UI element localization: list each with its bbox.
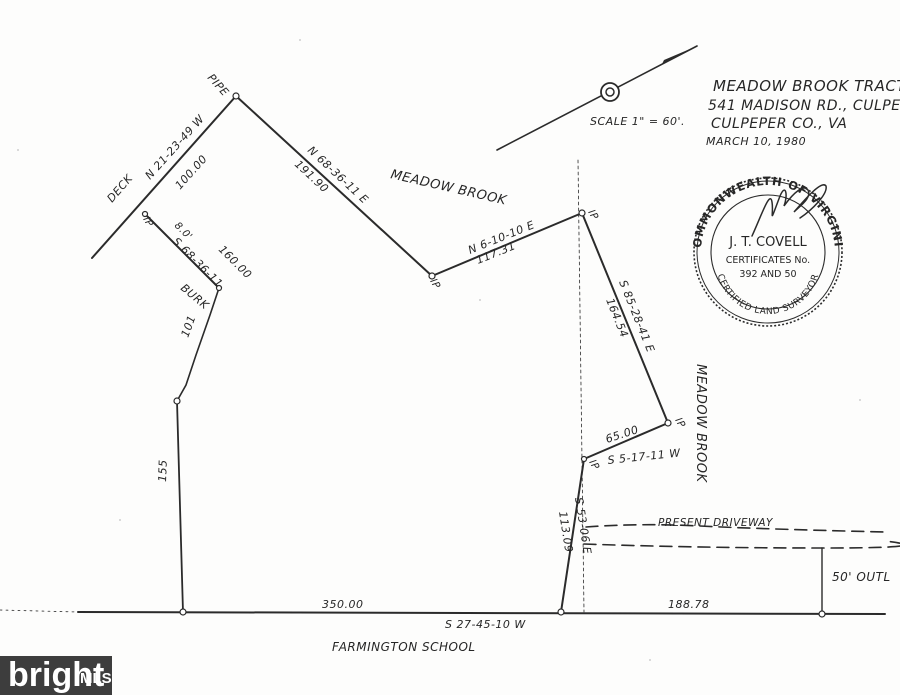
west-mid-boundary-line	[176, 287, 220, 402]
north-boundary-line	[235, 95, 433, 277]
west-mid-distance-label: 101	[179, 313, 199, 339]
ip-label: IP	[672, 416, 687, 431]
south-extension-line	[0, 609, 79, 613]
compass-rose-icon	[600, 82, 620, 102]
seal-ring-icon	[696, 180, 840, 324]
driveway	[583, 523, 900, 549]
ip-label: IP	[427, 277, 442, 292]
corner-marker	[215, 284, 223, 292]
west-upper-bearing-label: S 68-36-11	[170, 235, 225, 290]
corner-marker	[578, 209, 586, 217]
corner-marker	[580, 455, 588, 463]
title-date: MARCH 10, 1980	[706, 135, 806, 148]
compass-center-icon	[605, 87, 615, 97]
west-upper-boundary-line	[144, 213, 220, 289]
north-arrow-head-icon	[662, 46, 697, 64]
adjoiner-meadow-brook-north: MEADOW BROOK	[389, 167, 509, 208]
corner-marker	[141, 210, 149, 218]
ip-label: IP	[585, 208, 600, 223]
adjoiner-meadow-brook-east: MEADOW BROOK	[693, 364, 708, 483]
corner-marker	[179, 608, 187, 616]
seal-cert-label: CERTIFICATES No.	[726, 255, 810, 266]
northeast-boundary-line	[431, 212, 583, 277]
surveyor-signature-icon	[751, 184, 827, 237]
north-arrow-shaft	[496, 45, 698, 151]
deck-label: DECK	[104, 172, 135, 205]
seal-outer-ring-icon	[693, 177, 843, 327]
corner-marker	[173, 397, 181, 405]
title-block: MEADOW BROOK TRACT 541 MADISON RD., CULP…	[706, 77, 900, 148]
watermark-background	[0, 656, 112, 695]
boundary-markers	[141, 92, 826, 618]
corner-marker	[664, 419, 672, 427]
northwest-boundary-line	[91, 95, 237, 259]
southeast-boundary-line	[560, 458, 585, 613]
south-west-distance-label: 350.00	[322, 598, 364, 611]
south-east-distance-label: 188.78	[668, 598, 710, 611]
west-low-boundary-line	[176, 400, 184, 613]
corner-marker	[232, 92, 240, 100]
scan-noise	[17, 39, 861, 661]
boundary-lines	[0, 95, 886, 615]
title-line-1: MEADOW BROOK TRACT	[713, 77, 900, 95]
burk-label: BURK	[178, 281, 211, 312]
north-arrow	[496, 45, 698, 151]
title-line-3: CULPEPER CO., VA	[711, 116, 847, 132]
outlet-label: 50' OUTL	[832, 570, 891, 584]
watermark-logo: bright	[8, 656, 104, 694]
south-bearing-label: S 27-45-10 W	[445, 618, 526, 631]
surveyor-seal: COMMONWEALTH OF VIRGINIA CERTIFIED LAND …	[0, 0, 845, 327]
corner-marker	[818, 610, 826, 618]
pipe-label: PIPE	[205, 71, 232, 99]
ip-label: IP	[586, 458, 601, 473]
notch-bearing-label: S 5-17-11 W	[607, 446, 682, 467]
east-boundary-line	[581, 212, 669, 424]
seal-surveyor-name: J. T. COVELL	[728, 235, 807, 250]
driveway-lower-edge	[583, 540, 900, 549]
west-upper-distance-label: 160.00	[216, 243, 255, 282]
adjoiner-farmington-school: FARMINGTON SCHOOL	[332, 640, 476, 654]
reference-line	[577, 159, 585, 613]
mls-watermark: bright MLS	[0, 656, 112, 695]
ip-label: IP	[140, 215, 155, 230]
scale-label: SCALE 1" = 60'.	[590, 115, 685, 128]
notch-boundary-line	[583, 422, 669, 460]
nw-distance-label: 100.00	[173, 152, 210, 192]
west-low-distance-label: 155	[156, 459, 170, 482]
corner-marker	[557, 608, 565, 616]
seal-inner-ring-icon	[710, 194, 826, 310]
se-distance-label: 113.09	[556, 510, 575, 553]
seal-cert-numbers: 392 AND 50	[739, 269, 796, 280]
driveway-upper-edge	[585, 523, 886, 533]
present-driveway-label: PRESENT DRIVEWAY	[658, 517, 774, 529]
title-line-2: 541 MADISON RD., CULPE	[708, 98, 900, 114]
corner-marker	[428, 272, 436, 280]
south-boundary-line	[77, 611, 886, 615]
watermark-mls: MLS	[80, 670, 112, 687]
